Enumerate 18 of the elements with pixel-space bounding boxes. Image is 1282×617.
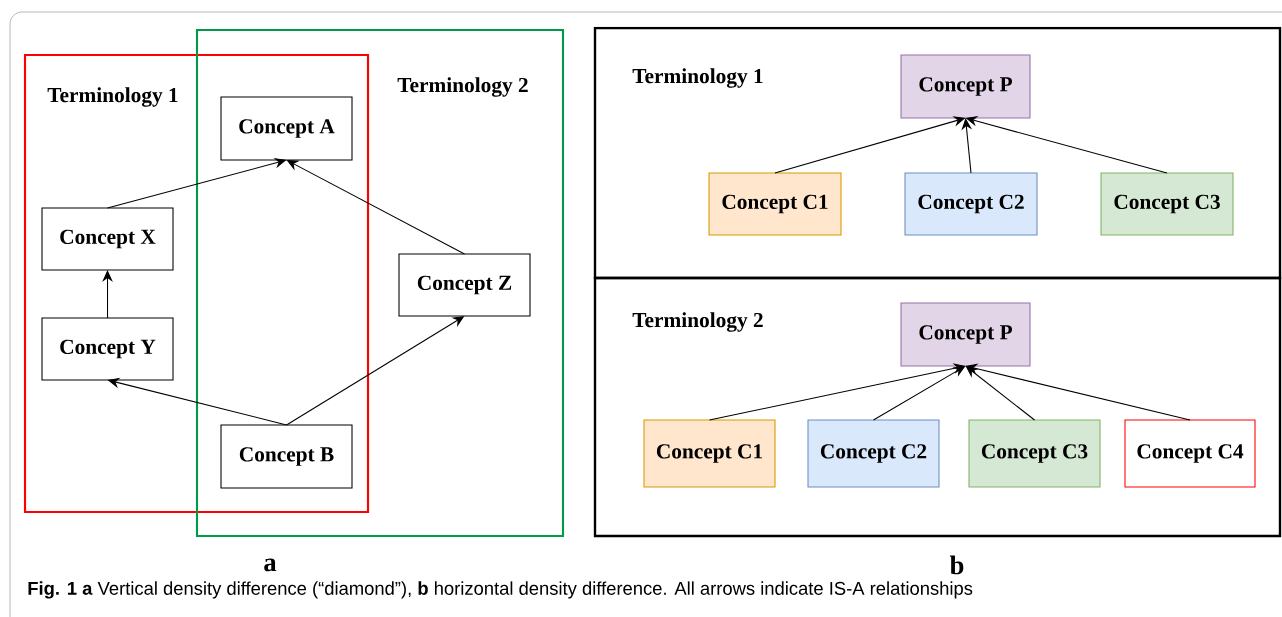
concept-box: Concept C2: [807, 419, 940, 488]
concept-box: Concept C1: [708, 172, 842, 236]
concept-box: Concept C3: [1100, 172, 1234, 236]
concept-box: Concept C1: [643, 419, 776, 488]
concept-box: Concept C2: [904, 172, 1038, 236]
concept-box: Concept A: [220, 96, 353, 161]
arrow: [102, 270, 113, 319]
concept-box: Concept B: [220, 424, 353, 489]
panel-letter: b: [949, 555, 964, 575]
concept-box: Concept C4: [1124, 419, 1256, 488]
concept-box: Concept P: [900, 302, 1031, 367]
concept-box: Concept X: [41, 207, 174, 271]
panel-letter: a: [264, 558, 277, 572]
concept-box: Concept P: [900, 54, 1031, 119]
caption: Fig. 1 a Vertical density difference (“diamond”), b horizontal density difference. All arrows indicate IS-A relationships: [28, 581, 973, 599]
concept-box: Concept Y: [41, 317, 174, 381]
concept-box: Concept Z: [398, 253, 531, 317]
concept-box: Concept C3: [968, 419, 1101, 488]
